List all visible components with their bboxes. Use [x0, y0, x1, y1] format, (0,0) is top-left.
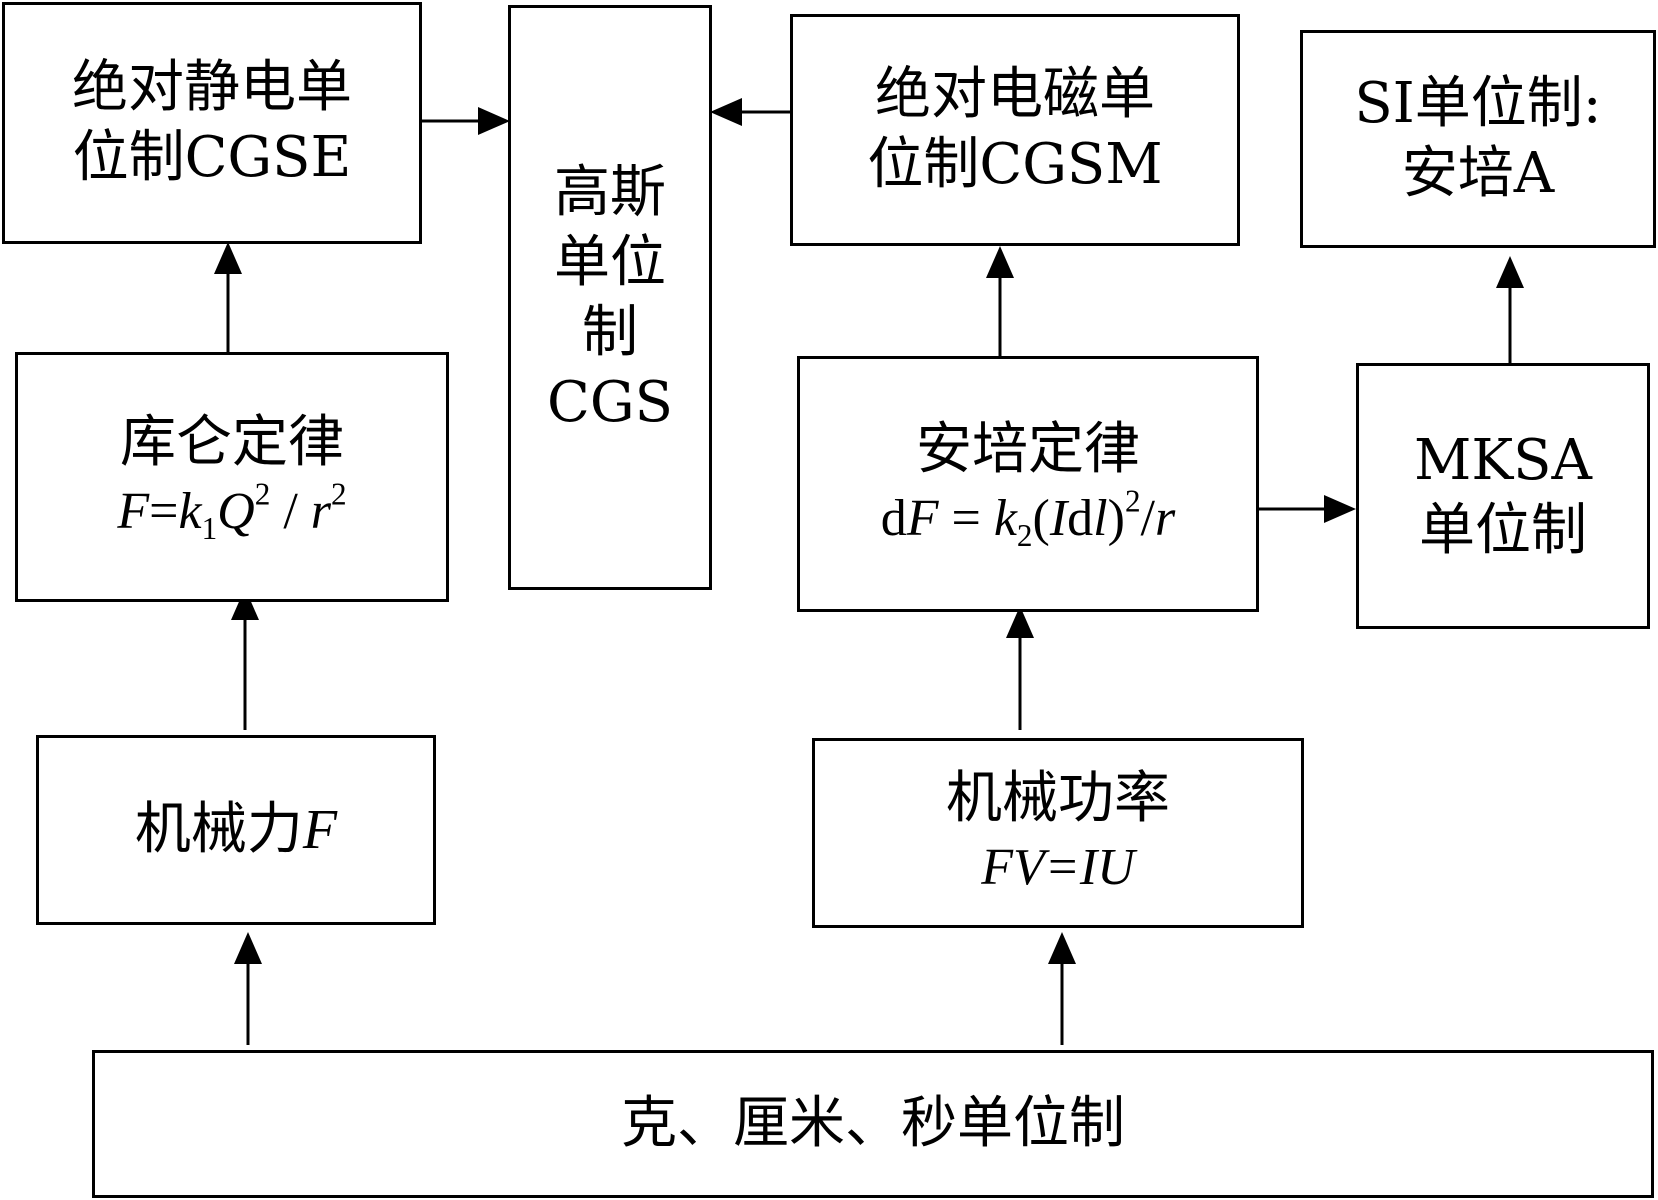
ampere-law-formula: dF = k2(Idl)2/r [881, 485, 1176, 553]
formula-Q: Q [217, 483, 255, 541]
si-line2: 安培A [1401, 141, 1555, 206]
mksa-line2: 单位制 [1419, 498, 1587, 563]
si-box: SI单位制: 安培A [1300, 30, 1656, 248]
formula-d: d [880, 490, 907, 548]
formula-superscript: 2 [1124, 483, 1141, 519]
mechanical-force-text: 机械力 [134, 796, 303, 862]
cgse-line2: 位制CGSE [72, 125, 352, 190]
mechanical-power-title: 机械功率 [946, 766, 1170, 832]
formula-r: r [1155, 490, 1176, 548]
coulomb-law-formula: F=k1Q2 / r2 [117, 478, 346, 546]
coulomb-law-box: 库仑定律 F=k1Q2 / r2 [15, 352, 449, 602]
ampere-law-title: 安培定律 [916, 417, 1140, 483]
cgsm-line1: 绝对电磁单 [875, 62, 1155, 127]
formula-equals: = [938, 490, 994, 548]
formula-Q-superscript: 2 [254, 476, 271, 512]
formula-k: k [993, 490, 1017, 548]
mechanical-force-label: 机械力F [135, 794, 337, 867]
formula-divide: / [270, 483, 311, 541]
formula-F: F [906, 490, 939, 548]
formula-F: F [117, 483, 150, 541]
si-line1: SI单位制: [1354, 71, 1602, 136]
mechanical-force-box: 机械力F [36, 735, 436, 925]
formula-l: l [1093, 490, 1108, 548]
cgs-box: 高斯 单位 制 CGS [508, 5, 712, 590]
formula-k: k [178, 483, 202, 541]
cgs-base-units-box: 克、厘米、秒单位制 [92, 1050, 1654, 1198]
formula-k-subscript: 1 [201, 511, 218, 547]
cgs-line4: CGS [547, 369, 673, 435]
cgs-base-units-label: 克、厘米、秒单位制 [621, 1091, 1125, 1156]
cgse-box: 绝对静电单 位制CGSE [2, 2, 422, 244]
formula-right-paren: ) [1107, 490, 1125, 548]
formula-I: I [1049, 490, 1068, 548]
formula-slash: / [1140, 490, 1155, 548]
mksa-box: MKSA 单位制 [1356, 363, 1650, 629]
coulomb-law-title: 库仑定律 [120, 410, 344, 476]
formula-left-paren: ( [1032, 490, 1050, 548]
formula-r: r [310, 483, 332, 541]
cgsm-line2: 位制CGSM [867, 132, 1163, 197]
formula-equals: = [149, 483, 179, 541]
mechanical-force-symbol: F [302, 798, 338, 861]
cgsm-box: 绝对电磁单 位制CGSM [790, 14, 1240, 246]
mechanical-power-box: 机械功率 FV=IU [812, 738, 1304, 928]
ampere-law-box: 安培定律 dF = k2(Idl)2/r [797, 356, 1259, 612]
mksa-line1: MKSA [1414, 428, 1592, 493]
mechanical-power-formula: FV=IU [981, 839, 1135, 897]
formula-r-superscript: 2 [331, 476, 347, 512]
cgs-line3: 制 [582, 299, 638, 365]
cgs-line2: 单位 [554, 229, 666, 295]
formula-k-subscript: 2 [1016, 518, 1033, 554]
cgs-line1: 高斯 [554, 159, 666, 225]
formula-d: d [1067, 490, 1094, 548]
cgse-line1: 绝对静电单 [72, 55, 352, 120]
